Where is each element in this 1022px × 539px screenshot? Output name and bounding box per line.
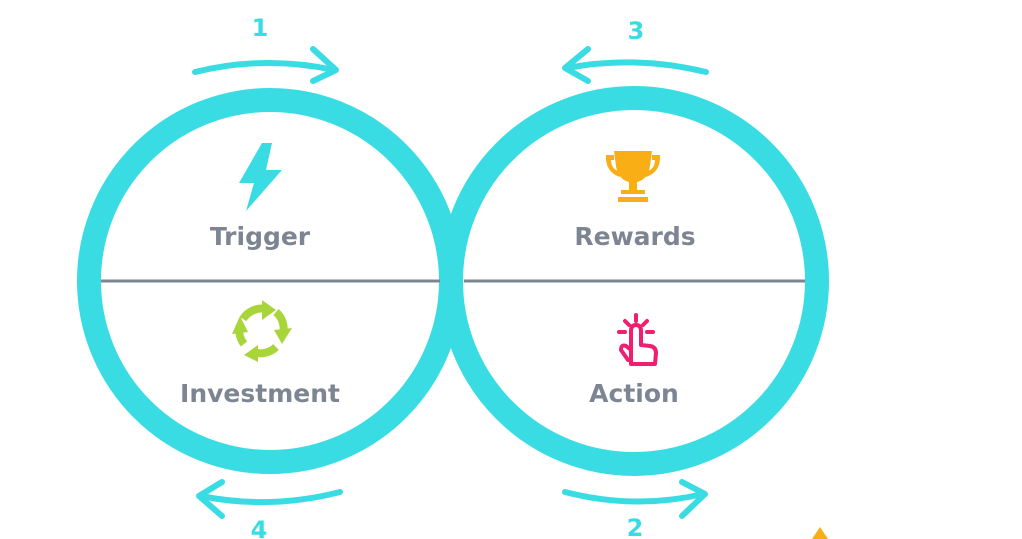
step-2-arrow-icon xyxy=(562,479,708,519)
trigger-label: Trigger xyxy=(210,222,311,251)
step-number-2: 2 xyxy=(627,514,644,539)
step-number-4: 4 xyxy=(251,516,268,539)
investment-label: Investment xyxy=(180,379,340,408)
step-3-arrow-icon xyxy=(562,46,709,84)
step-4-arrow-icon xyxy=(196,479,343,519)
right-ring xyxy=(439,86,829,476)
lightning-bolt-icon xyxy=(239,143,282,211)
trophy-icon xyxy=(605,151,661,202)
cycle-arrowheads xyxy=(232,300,292,362)
step-number-3: 3 xyxy=(628,17,645,45)
action-label: Action xyxy=(589,379,679,408)
tap-hand-icon xyxy=(617,313,658,366)
rewards-label: Rewards xyxy=(574,222,695,251)
step-1-arrow-icon xyxy=(192,46,339,84)
step-number-1: 1 xyxy=(252,14,269,42)
corner-triangle-icon xyxy=(812,527,828,539)
